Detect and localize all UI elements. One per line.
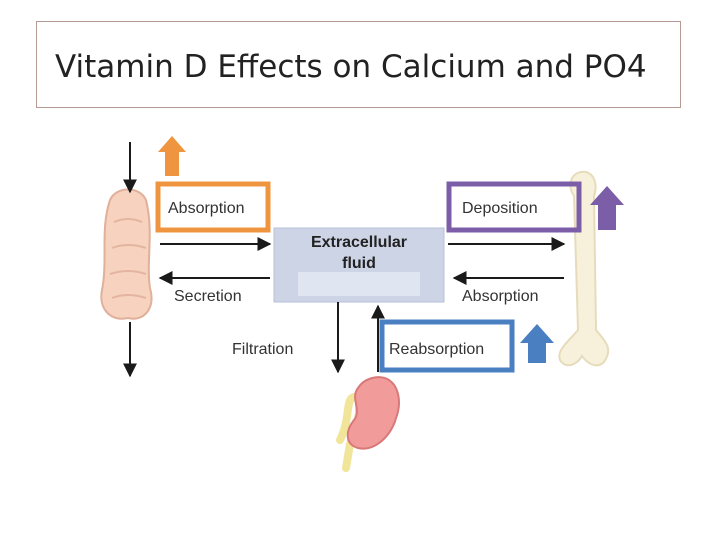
gut-absorption-label: Absorption — [168, 200, 245, 217]
gut-absorption-up-arrow-icon — [158, 136, 186, 176]
ecf-line2: fluid — [342, 255, 376, 272]
reabsorption-up-arrow-icon — [520, 324, 554, 363]
filtration-label: Filtration — [232, 341, 293, 358]
ecf-line1: Extracellular — [311, 234, 407, 251]
reabsorption-label: Reabsorption — [389, 341, 484, 358]
secretion-label: Secretion — [174, 288, 242, 305]
flow-arrows — [123, 142, 566, 378]
deposition-label: Deposition — [462, 200, 538, 217]
reabsorption-highlight — [379, 319, 515, 373]
title-box: Vitamin D Effects on Calcium and PO4 — [36, 21, 681, 108]
gut-absorption-highlight — [155, 181, 271, 233]
kidney-illustration — [336, 376, 400, 472]
deposition-up-arrow-icon — [590, 186, 624, 230]
intestine-illustration — [100, 188, 153, 320]
extracellular-fluid-box: Extracellular fluid — [273, 227, 445, 303]
bone-illustration — [558, 170, 610, 367]
bone-absorption-label: Absorption — [462, 288, 539, 305]
deposition-highlight — [446, 181, 582, 233]
page-title: Vitamin D Effects on Calcium and PO4 — [55, 49, 647, 85]
